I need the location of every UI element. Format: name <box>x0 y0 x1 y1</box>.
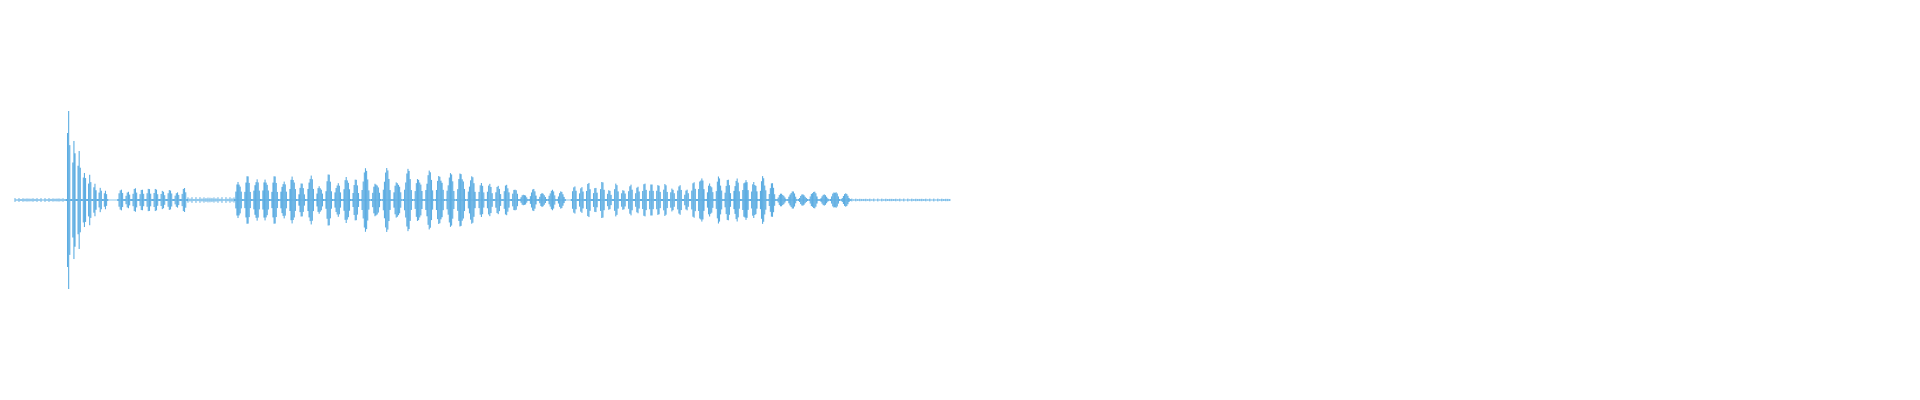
waveform-segment <box>851 198 951 202</box>
waveform-segment <box>117 188 188 212</box>
waveform-segment <box>360 168 477 232</box>
waveform-segment <box>570 182 698 218</box>
waveform-segment <box>234 174 361 226</box>
waveform-segment <box>519 188 566 212</box>
waveform-segment <box>477 183 520 217</box>
waveform-segment <box>14 198 66 202</box>
waveform-segment <box>697 176 777 224</box>
waveform-segments <box>14 111 951 289</box>
waveform-segment <box>187 197 235 203</box>
waveform-segment <box>776 191 851 209</box>
waveform-segment <box>65 111 109 289</box>
